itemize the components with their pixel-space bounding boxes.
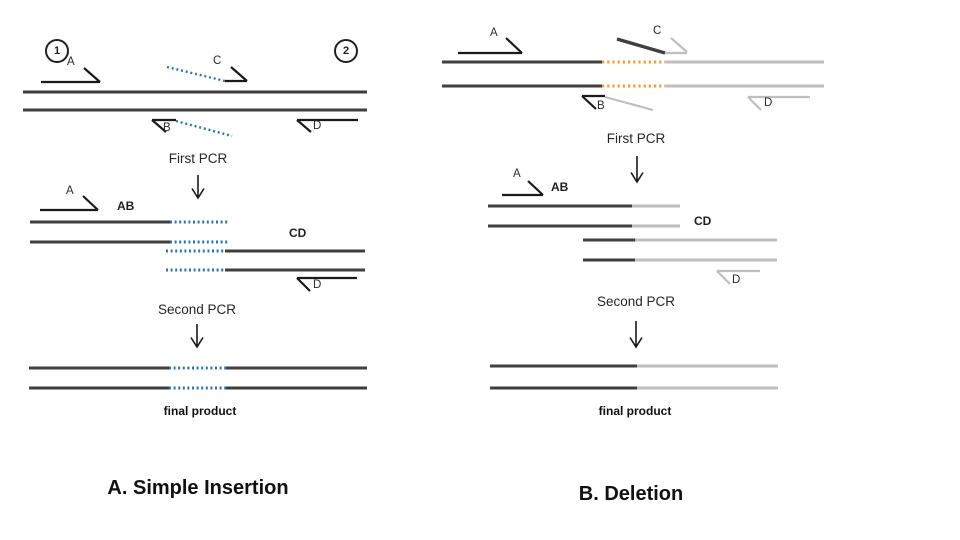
step-badge-2: 2	[334, 39, 358, 63]
fragment-cd-label: CD	[289, 226, 307, 240]
primer-d-label-mid: D	[313, 279, 322, 291]
panel-a-strokes	[23, 65, 367, 390]
primer-b-homology-tail	[604, 95, 654, 112]
second-pcr-down-arrow-icon	[190, 324, 204, 349]
primer-c-label: C	[653, 25, 662, 37]
primer-a-label: A	[490, 27, 498, 39]
fragment-ab-label: AB	[551, 180, 569, 194]
primer-d-label: D	[764, 97, 773, 109]
primer-b-arrow	[151, 118, 176, 133]
second-pcr-down-arrow-icon	[629, 321, 643, 349]
step-badge-1: 1	[45, 39, 69, 63]
primer-d-label-mid: D	[732, 274, 741, 286]
primer-a-arrow	[41, 67, 101, 84]
final-product-label: final product	[598, 404, 672, 418]
primer-b-label: B	[163, 122, 171, 134]
panel-b-strokes	[442, 37, 824, 390]
fragment-cd-label: CD	[694, 214, 712, 228]
primer-b-arrow	[581, 94, 605, 110]
primer-a-arrow	[458, 37, 523, 55]
panel-a-title: A. Simple Insertion	[107, 477, 289, 499]
primer-b-label: B	[597, 100, 605, 112]
primer-c-arrow	[665, 37, 688, 55]
primer-d-arrow	[747, 95, 810, 111]
primer-d-arrow	[296, 118, 358, 133]
second-pcr-label: Second PCR	[596, 294, 676, 309]
first-pcr-label: First PCR	[606, 131, 666, 146]
primer-a-label: A	[67, 56, 75, 68]
first-pcr-label: First PCR	[168, 151, 228, 166]
primer-c-homology-tail	[616, 37, 666, 55]
primer-c-insert-tail	[166, 65, 226, 83]
fragment-ab-label: AB	[117, 199, 135, 213]
panel-b-title: B. Deletion	[578, 483, 684, 505]
primer-d-label: D	[313, 120, 322, 132]
primer-d-arrow-mid	[716, 269, 760, 285]
first-pcr-down-arrow-icon	[191, 175, 205, 200]
first-pcr-down-arrow-icon	[630, 156, 644, 184]
primer-c-label: C	[213, 55, 222, 67]
primer-d-arrow-mid	[296, 276, 357, 292]
final-product-label: final product	[163, 404, 237, 418]
primer-a-arrow-mid	[502, 180, 544, 197]
primer-a-label-mid: A	[66, 185, 74, 197]
primer-a-arrow-mid	[40, 195, 99, 212]
second-pcr-label: Second PCR	[157, 302, 237, 317]
primer-b-insert-tail	[175, 119, 233, 138]
primer-c-arrow	[225, 66, 248, 83]
primer-a-label-mid: A	[513, 168, 521, 180]
